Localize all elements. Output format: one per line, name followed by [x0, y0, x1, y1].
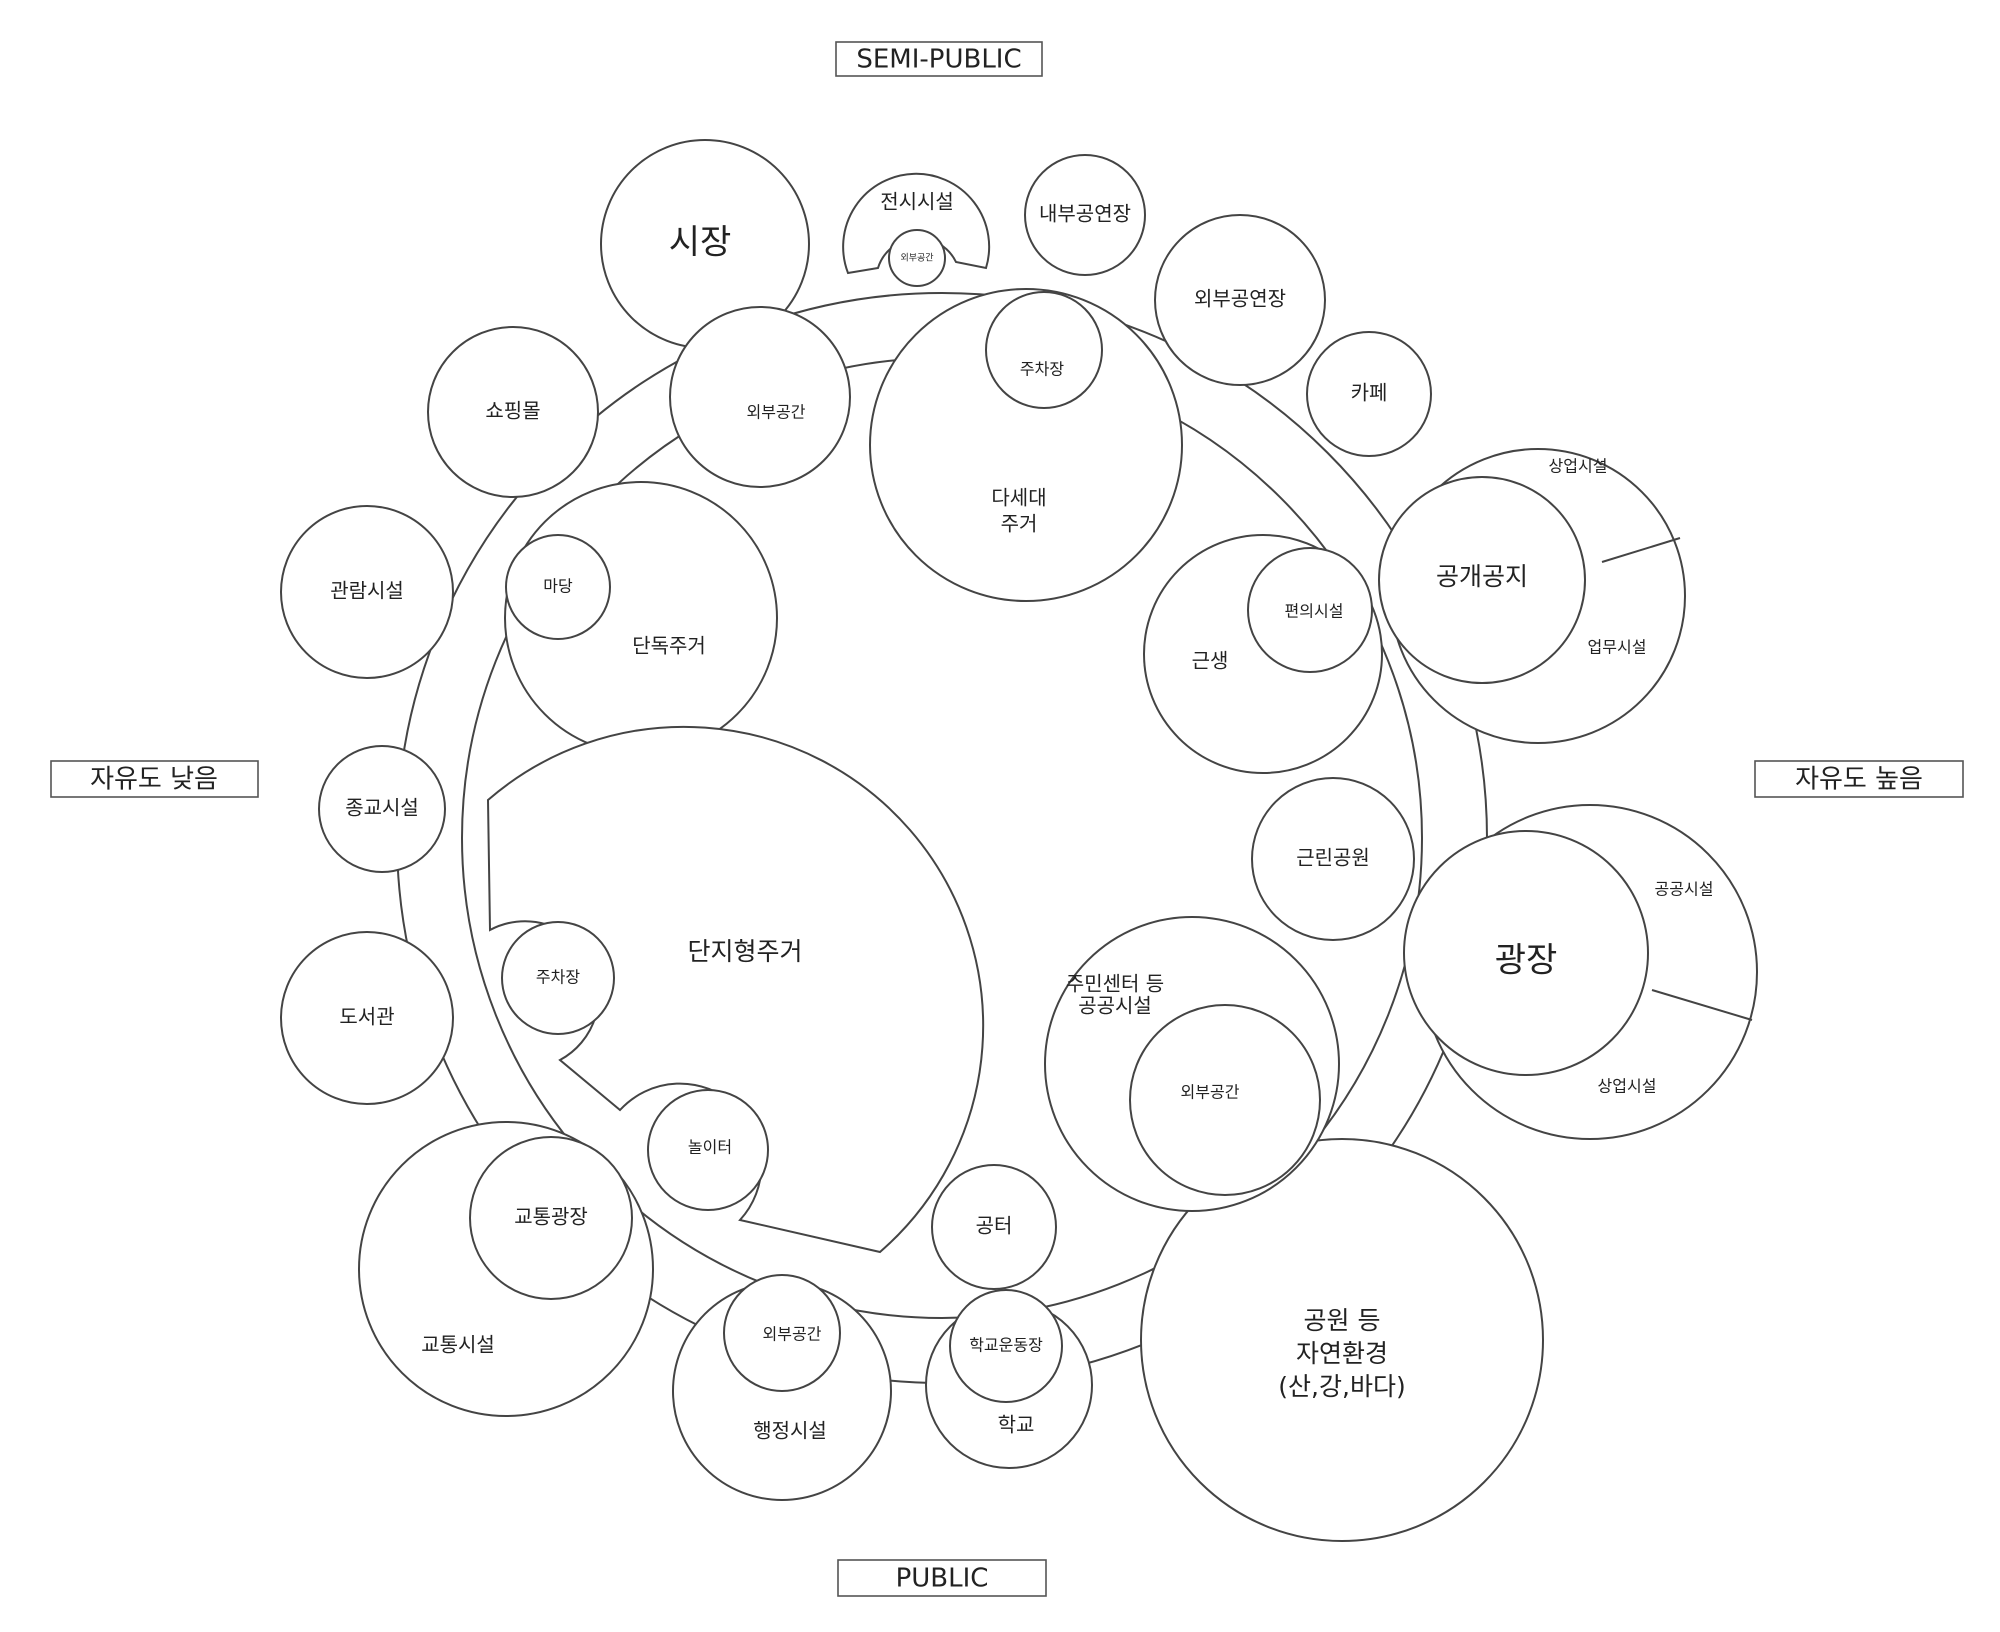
- svg-text:외부공간: 외부공간: [763, 1325, 822, 1344]
- indoor-hall-bubble: 내부공연장: [1024, 154, 1146, 276]
- svg-text:SEMI-PUBLIC: SEMI-PUBLIC: [856, 45, 1021, 75]
- svg-text:외부공간: 외부공간: [1181, 1083, 1240, 1102]
- svg-text:업무시설: 업무시설: [1588, 638, 1647, 657]
- nature-bubble: 공원 등 자연환경 (산,강,바다): [1140, 1138, 1544, 1542]
- svg-text:PUBLIC: PUBLIC: [896, 1564, 989, 1594]
- svg-text:외부공연장: 외부공연장: [1194, 287, 1286, 311]
- svg-text:공공시설: 공공시설: [1078, 994, 1152, 1018]
- svg-text:공터: 공터: [976, 1214, 1013, 1238]
- svg-text:주차장: 주차장: [536, 968, 580, 987]
- admin-group: 외부공간 행정시설: [672, 1274, 892, 1501]
- svg-text:내부공연장: 내부공연장: [1039, 202, 1131, 226]
- svg-text:마당: 마당: [543, 577, 573, 596]
- svg-text:도서관: 도서관: [339, 1005, 394, 1029]
- neighborhood-park-bubble: 근린공원: [1251, 777, 1415, 941]
- school-group: 학교운동장 학교: [925, 1289, 1093, 1469]
- svg-text:광장: 광장: [1495, 941, 1558, 981]
- cafe-bubble: 카페: [1306, 331, 1432, 457]
- svg-text:자유도 낮음: 자유도 낮음: [90, 765, 218, 795]
- svg-text:단지형주거: 단지형주거: [687, 937, 802, 966]
- svg-text:주거: 주거: [1001, 512, 1038, 536]
- axis-top-label: SEMI-PUBLIC: [835, 41, 1043, 77]
- svg-text:단독주거: 단독주거: [632, 634, 706, 658]
- svg-text:시장: 시장: [669, 223, 732, 263]
- svg-text:쇼핑몰: 쇼핑몰: [485, 399, 540, 423]
- svg-text:다세대: 다세대: [991, 486, 1046, 510]
- svg-text:(산,강,바다): (산,강,바다): [1278, 1372, 1405, 1401]
- svg-text:공원 등: 공원 등: [1304, 1306, 1381, 1335]
- svg-text:행정시설: 행정시설: [753, 1419, 827, 1443]
- svg-text:전시시설: 전시시설: [880, 190, 954, 214]
- transit-group: 교통광장 교통시설: [358, 1121, 654, 1417]
- axis-right-label: 자유도 높음: [1754, 760, 1964, 798]
- open-space-group: 공개공지 상업시설 업무시설: [1378, 448, 1686, 744]
- svg-text:근생: 근생: [1192, 649, 1229, 673]
- shopping-bubble: 쇼핑몰: [427, 326, 599, 498]
- svg-text:근린공원: 근린공원: [1296, 846, 1370, 870]
- axis-left-label: 자유도 낮음: [50, 760, 259, 798]
- viewing-bubble: 관람시설: [280, 505, 454, 679]
- svg-text:편의시설: 편의시설: [1285, 602, 1344, 621]
- svg-text:주차장: 주차장: [1020, 360, 1064, 379]
- svg-text:외부공간: 외부공간: [747, 403, 806, 422]
- svg-text:교통시설: 교통시설: [421, 1333, 495, 1357]
- svg-text:관람시설: 관람시설: [330, 579, 404, 603]
- svg-text:공공시설: 공공시설: [1655, 880, 1714, 899]
- svg-text:학교운동장: 학교운동장: [969, 1336, 1043, 1355]
- svg-text:주민센터 등: 주민센터 등: [1066, 972, 1164, 996]
- axis-bottom-label: PUBLIC: [837, 1559, 1047, 1597]
- svg-text:공개공지: 공개공지: [1436, 562, 1528, 591]
- svg-text:놀이터: 놀이터: [688, 1138, 732, 1157]
- svg-text:외부공간: 외부공간: [900, 252, 933, 264]
- religious-bubble: 종교시설: [318, 745, 446, 873]
- svg-text:카페: 카페: [1351, 381, 1388, 405]
- svg-text:자유도 높음: 자유도 높음: [1795, 765, 1923, 795]
- svg-text:교통광장: 교통광장: [514, 1205, 588, 1229]
- vacant-lot-bubble: 공터: [931, 1164, 1057, 1290]
- svg-text:자연환경: 자연환경: [1296, 1339, 1388, 1368]
- svg-text:종교시설: 종교시설: [345, 796, 419, 820]
- outdoor-hall-bubble: 외부공연장: [1154, 214, 1326, 386]
- library-bubble: 도서관: [280, 931, 454, 1105]
- svg-text:상업시설: 상업시설: [1598, 1077, 1657, 1096]
- plaza-group: 광장 공공시설 상업시설: [1403, 804, 1758, 1140]
- outdoor-space-top: 외부공간: [669, 306, 851, 488]
- svg-text:상업시설: 상업시설: [1549, 457, 1608, 476]
- svg-text:학교: 학교: [998, 1413, 1035, 1437]
